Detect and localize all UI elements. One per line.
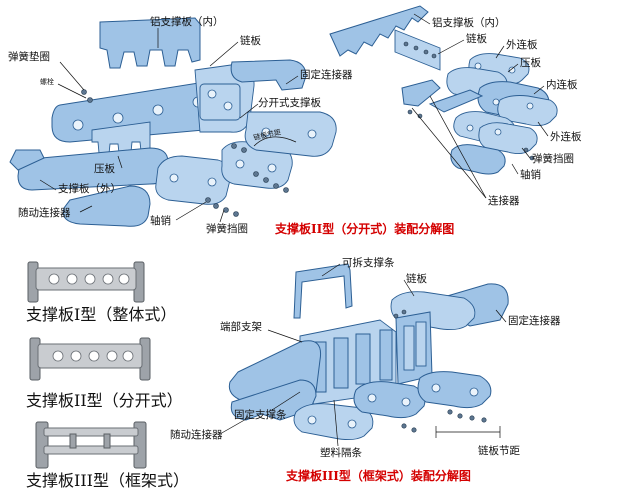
label-split-support-1: 分开式支撑板 bbox=[258, 96, 321, 109]
diagram-2-exploded-view: 铝支撑板（内） 链板 外连板 压板 内连板 外连板 弹簧挡圈 轴销 连接器 bbox=[329, 5, 582, 207]
label-inner-link-2: 内连板 bbox=[546, 78, 578, 91]
label-moving-connector-1: 随动连接器 bbox=[18, 206, 71, 219]
label-detachable-bar-3: 可拆支撑条 bbox=[342, 256, 395, 269]
bolts-group-3 bbox=[393, 309, 487, 433]
label-fixed-connector-1: 固定连接器 bbox=[300, 68, 353, 81]
label-pin-1: 轴销 bbox=[150, 214, 171, 227]
label-plastic-divider-3: 塑料隔条 bbox=[320, 446, 362, 459]
caption-type-3-assembly: 支撑板III型（框架式）装配分解图 bbox=[285, 468, 471, 483]
label-connector-2: 连接器 bbox=[488, 194, 520, 207]
photo-type-2 bbox=[29, 337, 151, 381]
caption-photo-type-3: 支撑板III型（框架式） bbox=[26, 471, 189, 490]
label-link-plate-1: 链板 bbox=[240, 34, 261, 47]
label-end-frame-3: 端部支架 bbox=[220, 320, 262, 333]
label-aluminum-plate-1: 铝支撑板（内） bbox=[150, 15, 224, 28]
diagram-3-exploded-view: 可拆支撑条 链板 端部支架 固定连接器 固定支撑条 随动连接器 塑料隔条 链板节… bbox=[170, 256, 561, 459]
label-moving-connector-3: 随动连接器 bbox=[170, 428, 223, 441]
label-spring-washer-1: 弹簧垫圈 bbox=[8, 50, 50, 63]
label-link-plate-3: 链板 bbox=[406, 272, 427, 285]
label-pressure-plate-2: 压板 bbox=[520, 56, 541, 69]
label-outer-link-2: 外连板 bbox=[506, 38, 538, 51]
caption-photo-type-1: 支撑板I型（整体式） bbox=[26, 305, 176, 324]
label-spring-ring-1: 弹簧挡圈 bbox=[206, 222, 248, 235]
fixed-connector-part bbox=[230, 59, 307, 91]
photo-type-1 bbox=[27, 261, 145, 303]
photo-type-3 bbox=[35, 421, 147, 469]
label-pitch-3: 链板节距 bbox=[478, 444, 520, 457]
label-bolt-1: 螺栓 bbox=[40, 77, 54, 86]
label-pressure-plate-1: 压板 bbox=[94, 162, 115, 175]
label-aluminum-plate-2: 铝支撑板（内） bbox=[432, 16, 506, 29]
label-outer-link-2b: 外连板 bbox=[550, 130, 582, 143]
aluminum-inner-plate bbox=[99, 17, 201, 69]
label-pin-2: 轴销 bbox=[520, 168, 541, 181]
link-plates-stack bbox=[428, 53, 558, 175]
label-spring-ring-2: 弹簧挡圈 bbox=[532, 152, 574, 165]
label-fixed-bar-3: 固定支撑条 bbox=[234, 408, 287, 421]
caption-photo-type-2: 支撑板II型（分开式） bbox=[26, 391, 183, 410]
connector-part-2 bbox=[401, 79, 441, 107]
label-link-plate-2: 链板 bbox=[466, 32, 487, 45]
moving-connector-part bbox=[62, 185, 151, 227]
caption-type-2-assembly: 支撑板II型（分开式）装配分解图 bbox=[274, 221, 454, 236]
aluminum-inner-plate-2 bbox=[329, 5, 429, 57]
detachable-bar-part bbox=[293, 263, 353, 319]
label-fixed-connector-3: 固定连接器 bbox=[508, 314, 561, 327]
label-support-outer-1: 支撑板（外） bbox=[58, 182, 121, 195]
diagram-1-exploded-view: 铝支撑板（内） 链板 弹簧垫圈 螺栓 分开式支撑板 固定连接器 压板 支撑板（外… bbox=[8, 15, 353, 235]
